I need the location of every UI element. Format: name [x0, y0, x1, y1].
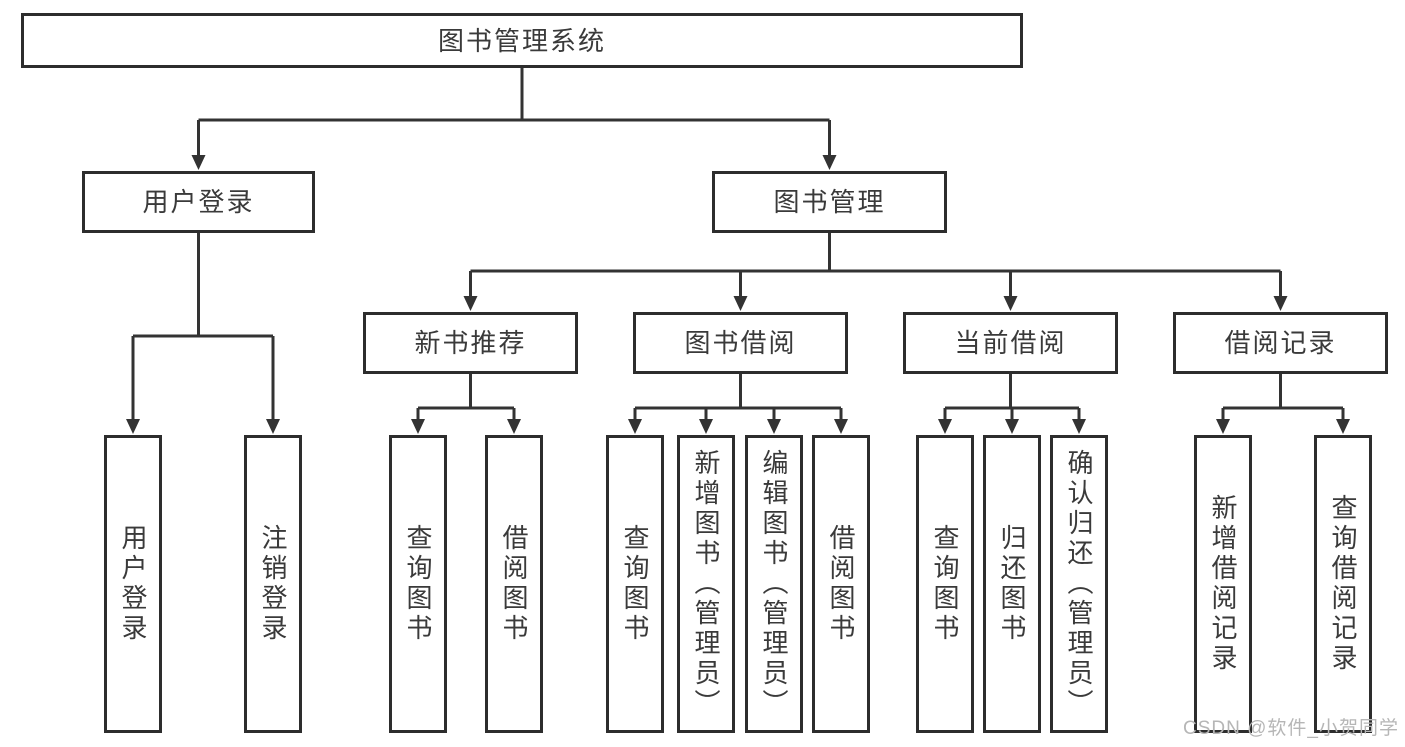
leaf-borrow-add-books-admin: 新增图书（管理员）: [677, 435, 735, 733]
node-borrow-records: 借阅记录: [1173, 312, 1388, 374]
node-borrow-records-label: 借阅记录: [1224, 328, 1337, 358]
node-book-borrow: 图书借阅: [633, 312, 848, 374]
node-user-login-label: 用户登录: [142, 187, 255, 217]
leaf-recommend-borrow-books: 借阅图书: [485, 435, 543, 733]
node-book-borrow-label: 图书借阅: [684, 328, 797, 358]
leaf-borrow-borrow-books: 借阅图书: [812, 435, 870, 733]
leaf-records-add-borrow-record: 新增借阅记录: [1194, 435, 1252, 733]
node-root-label: 图书管理系统: [437, 25, 606, 56]
leaf-current-confirm-return-admin: 确认归还（管理员）: [1050, 435, 1108, 733]
node-book-management: 图书管理: [712, 171, 947, 233]
leaf-records-query-borrow-record: 查询借阅记录: [1314, 435, 1372, 733]
leaf-user-login: 用户登录: [104, 435, 162, 733]
node-user-login: 用户登录: [82, 171, 315, 233]
csdn-watermark: CSDN @软件_小贺同学: [1183, 718, 1399, 739]
node-new-book-recommend-label: 新书推荐: [414, 328, 527, 358]
leaf-current-return-books: 归还图书: [983, 435, 1041, 733]
node-root: 图书管理系统: [21, 13, 1023, 68]
leaf-logout-login: 注销登录: [244, 435, 302, 733]
leaf-borrow-edit-books-admin: 编辑图书（管理员）: [745, 435, 803, 733]
node-new-book-recommend: 新书推荐: [363, 312, 578, 374]
leaf-borrow-query-books: 查询图书: [606, 435, 664, 733]
leaf-recommend-query-books: 查询图书: [389, 435, 447, 733]
node-current-borrow: 当前借阅: [903, 312, 1118, 374]
node-current-borrow-label: 当前借阅: [954, 328, 1067, 358]
node-book-management-label: 图书管理: [773, 187, 886, 217]
leaf-current-query-books: 查询图书: [916, 435, 974, 733]
